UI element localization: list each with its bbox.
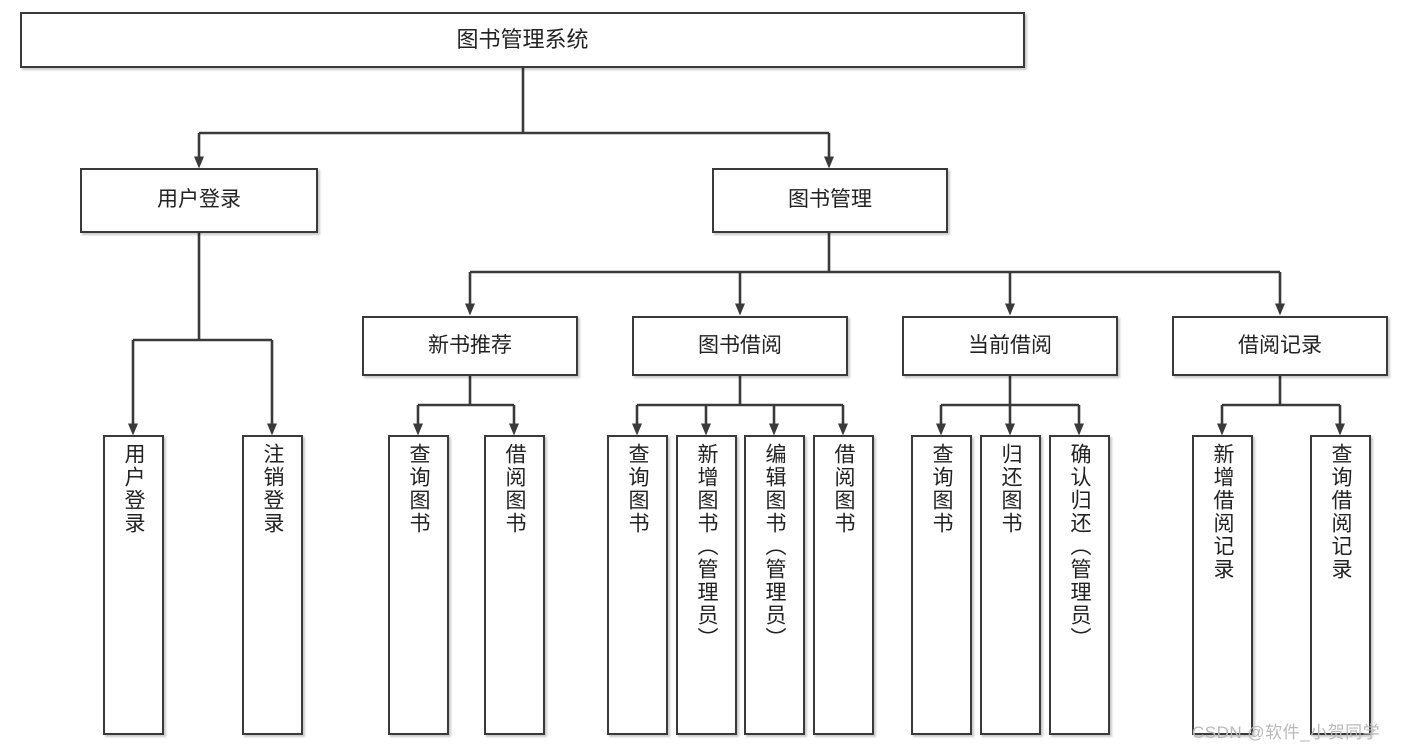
node-label: 新书推荐 <box>428 333 512 357</box>
node-label: 用户登录 <box>122 443 145 535</box>
node-book-management[interactable]: 图书管理 <box>712 168 948 233</box>
leaf-query-borrow-record[interactable]: 查询借阅记录 <box>1310 435 1371 735</box>
csdn-watermark: CSDN @软件_小贺同学 <box>1192 723 1381 742</box>
node-label: 借阅记录 <box>1238 333 1322 357</box>
leaf-add-book-admin[interactable]: 新增图书（管理员） <box>676 435 737 735</box>
leaf-add-borrow-record[interactable]: 新增借阅记录 <box>1192 435 1253 735</box>
node-book-borrow[interactable]: 图书借阅 <box>632 316 848 376</box>
node-label: 归还图书 <box>999 443 1022 535</box>
node-label: 编辑图书（管理员） <box>763 443 786 650</box>
leaf-return-book[interactable]: 归还图书 <box>980 435 1041 735</box>
leaf-user-login[interactable]: 用户登录 <box>103 435 164 735</box>
node-root-system[interactable]: 图书管理系统 <box>20 12 1025 68</box>
node-new-book-recommend[interactable]: 新书推荐 <box>362 316 578 376</box>
node-label: 借阅图书 <box>832 443 855 535</box>
node-label: 查询借阅记录 <box>1329 443 1352 581</box>
node-user-login[interactable]: 用户登录 <box>80 168 318 233</box>
leaf-logout[interactable]: 注销登录 <box>242 435 303 735</box>
leaf-edit-book-admin[interactable]: 编辑图书（管理员） <box>744 435 805 735</box>
node-label: 注销登录 <box>261 443 284 535</box>
leaf-query-book-current[interactable]: 查询图书 <box>911 435 972 735</box>
leaf-borrow-book-recommend[interactable]: 借阅图书 <box>484 435 545 735</box>
node-label: 用户登录 <box>157 188 241 212</box>
node-label: 图书借阅 <box>698 333 782 357</box>
node-label: 确认归还（管理员） <box>1068 443 1091 650</box>
node-label: 当前借阅 <box>968 333 1052 357</box>
node-label: 查询图书 <box>407 443 430 535</box>
node-label: 新增借阅记录 <box>1211 443 1234 581</box>
leaf-borrow-book[interactable]: 借阅图书 <box>813 435 874 735</box>
node-current-borrow[interactable]: 当前借阅 <box>902 316 1118 376</box>
node-label: 查询图书 <box>626 443 649 535</box>
leaf-query-book-recommend[interactable]: 查询图书 <box>388 435 449 735</box>
leaf-confirm-return-admin[interactable]: 确认归还（管理员） <box>1049 435 1110 735</box>
node-label: 新增图书（管理员） <box>695 443 718 650</box>
node-label: 图书管理系统 <box>456 27 589 53</box>
leaf-query-book-borrow[interactable]: 查询图书 <box>607 435 668 735</box>
node-label: 借阅图书 <box>503 443 526 535</box>
node-label: 图书管理 <box>788 188 872 212</box>
node-label: 查询图书 <box>930 443 953 535</box>
node-borrow-record[interactable]: 借阅记录 <box>1172 316 1388 376</box>
